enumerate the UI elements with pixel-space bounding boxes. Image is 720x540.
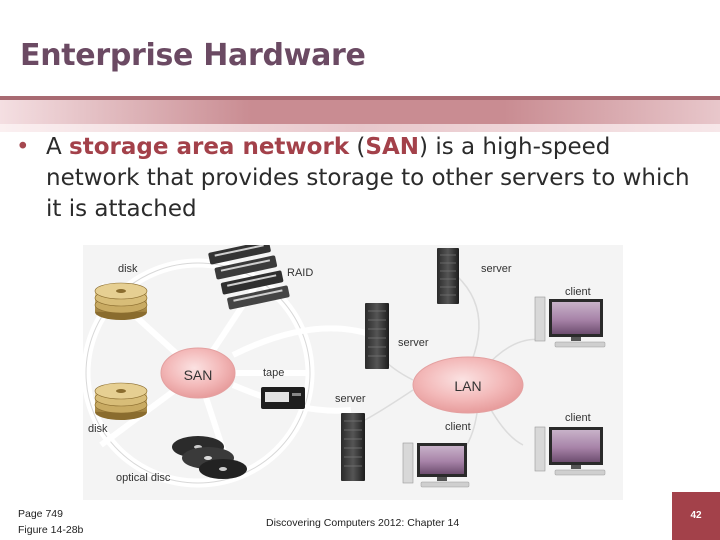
disk-stack-bottom-icon [94, 382, 148, 420]
client-top-icon [534, 296, 606, 348]
server-mid-icon [365, 303, 389, 369]
slide-number: 42 [690, 510, 702, 521]
server-bottom-label: server [335, 393, 366, 405]
tape-drive-icon [261, 387, 305, 409]
slide-title: Enterprise Hardware [20, 38, 366, 73]
san-node [160, 347, 236, 399]
optical-disc-icon [172, 436, 247, 479]
bullet-text-2: ( [349, 134, 366, 160]
bullet-text: A storage area network (SAN) is a high-s… [16, 132, 706, 225]
server-mid-label: server [398, 337, 429, 349]
server-top-icon [437, 248, 459, 304]
optical-disc-label: optical disc [116, 472, 171, 484]
client-top-label: client [565, 286, 591, 298]
lan-node [412, 356, 524, 414]
raid-array-icon [208, 245, 290, 310]
client-bottom-label: client [445, 421, 471, 433]
footer-reference: Page 749 Figure 14-28b [18, 506, 83, 538]
disk-top-label: disk [118, 263, 138, 275]
bullet-text-3: ) is a high-speed network that provides … [46, 134, 690, 222]
page-reference: Page 749 [18, 508, 63, 520]
lan-label: LAN [454, 378, 481, 394]
client-bottom-icon [402, 442, 470, 488]
san-diagram: SAN LAN disk disk [83, 245, 623, 500]
san-ring-edge [85, 262, 311, 484]
client-mid-icon [534, 426, 606, 476]
keyword-storage-area-network: storage area network [69, 134, 350, 160]
keyword-san: SAN [365, 134, 420, 160]
footer-book-title: Discovering Computers 2012: Chapter 14 [266, 517, 460, 529]
bullet-dot: • [16, 134, 30, 160]
tape-label: tape [263, 367, 284, 379]
client-mid-label: client [565, 412, 591, 424]
raid-label: RAID [287, 267, 313, 279]
disk-bottom-label: disk [88, 423, 108, 435]
san-label: SAN [184, 367, 213, 383]
title-band [0, 96, 720, 132]
server-top-label: server [481, 263, 512, 275]
slide-number-badge: 42 [672, 492, 720, 540]
bullet-text-1: A [46, 134, 70, 160]
disk-stack-top-icon [94, 282, 148, 320]
server-bottom-icon [341, 413, 365, 481]
bullet-item: • A storage area network (SAN) is a high… [16, 132, 706, 225]
figure-reference: Figure 14-28b [18, 524, 84, 536]
